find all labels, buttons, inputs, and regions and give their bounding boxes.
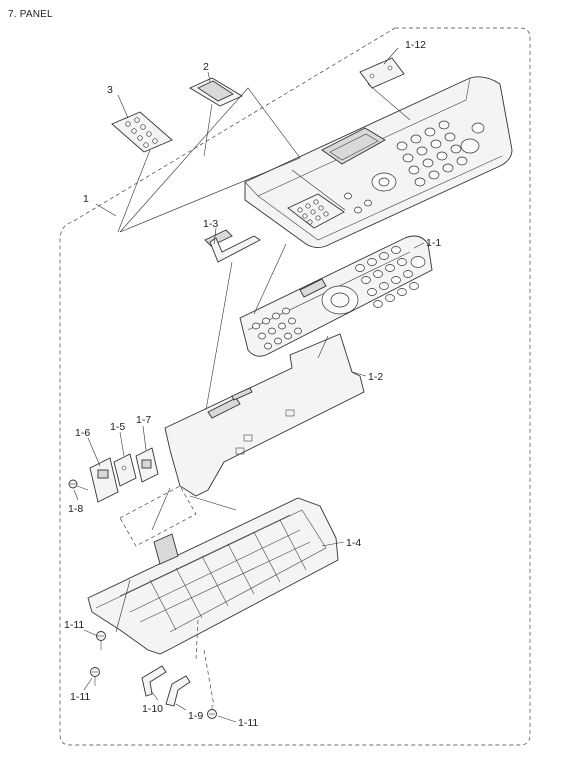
callout-1-2: 1-2 — [368, 371, 383, 383]
screw-1-11c-part — [207, 705, 217, 719]
callout-1-8: 1-8 — [68, 503, 83, 515]
callout-1-9: 1-9 — [188, 710, 203, 722]
callout-1-10: 1-10 — [142, 703, 163, 715]
callout-2: 2 — [203, 61, 209, 73]
lever-1-10-part — [141, 665, 167, 697]
assembly-boundary — [59, 27, 531, 746]
assembly-guide-lines — [115, 83, 411, 707]
callout-1-3: 1-3 — [203, 218, 218, 230]
sensor-board-1-5-part — [113, 453, 137, 487]
page-title: 7. PANEL — [8, 9, 53, 20]
screw-1-11a-part — [96, 631, 106, 650]
callout-1-1: 1-1 — [426, 237, 441, 249]
callout-1-4: 1-4 — [346, 537, 361, 549]
screw-1-11b-part — [90, 667, 100, 686]
screw-1-8-part — [68, 479, 89, 491]
sensor-board-1-7-part — [135, 447, 159, 483]
callout-1-6: 1-6 — [75, 427, 90, 439]
bottom-frame-1-4-part — [87, 497, 339, 655]
one-touch-sheet-part — [111, 111, 173, 153]
callout-3: 3 — [107, 84, 113, 96]
callout-1-11-right: 1-11 — [238, 717, 258, 729]
top-cover-part — [244, 76, 513, 249]
callout-1-12: 1-12 — [405, 39, 426, 51]
rubber-keypad-1-1-part — [239, 235, 433, 357]
callout-1-11-upper: 1-11 — [64, 619, 84, 631]
callout-1-7: 1-7 — [136, 414, 151, 426]
callout-1-5: 1-5 — [110, 421, 125, 433]
flex-cable-1-3-part — [204, 229, 261, 263]
callout-1-11-lower: 1-11 — [70, 691, 90, 703]
callout-1: 1 — [83, 193, 89, 205]
callout-leaders — [73, 47, 425, 723]
pcb-1-2-part — [164, 333, 365, 497]
lever-1-9-part — [165, 675, 191, 707]
display-window-part — [189, 77, 243, 107]
bracket-1-12-part — [359, 57, 405, 89]
sensor-board-1-6-part — [89, 457, 119, 503]
